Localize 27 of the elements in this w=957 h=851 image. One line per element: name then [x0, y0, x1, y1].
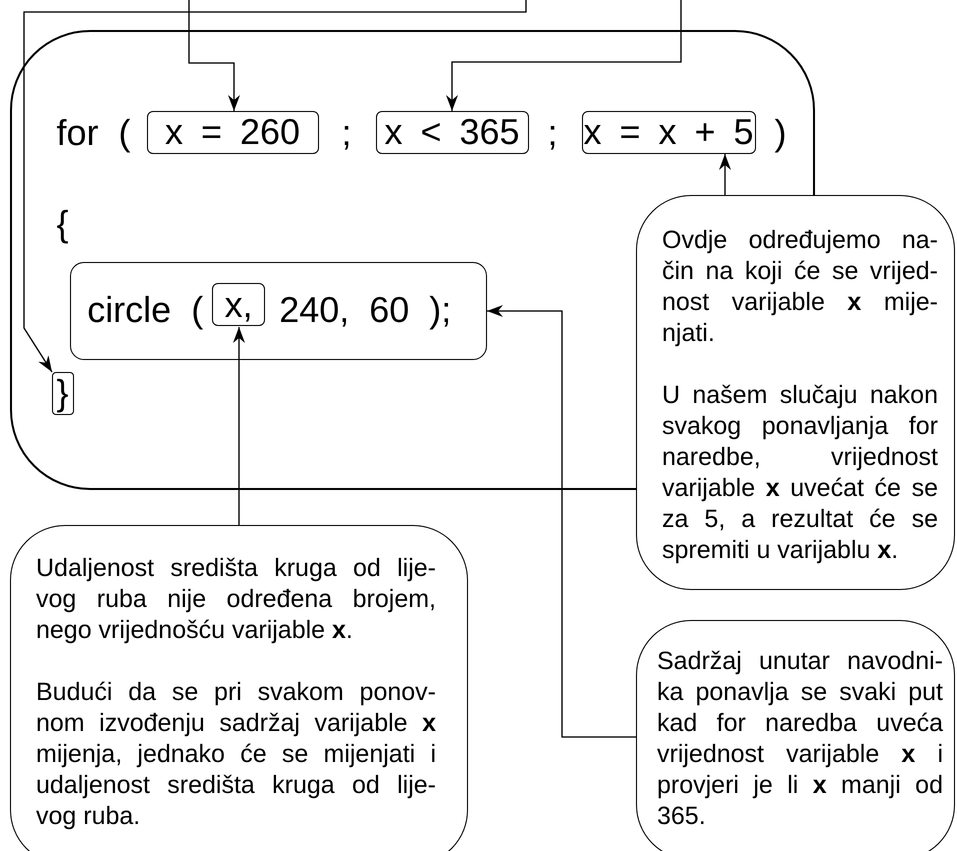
arrow: [188, 0, 240, 111]
arrow: [487, 305, 636, 738]
code-text: ): [774, 114, 786, 150]
code-highlight: x < 365: [376, 110, 528, 154]
arrow: [233, 327, 245, 525]
callout-text: U našem slučaju nakon svakog ponavljanja for naredbe, vrijednost varijable x uvećat će se za 5, a rezultat će se spremiti u varijablu x.: [662, 380, 938, 566]
code-text: ;: [548, 114, 558, 150]
arrow: [23, 0, 527, 372]
code-highlight: x = 260: [146, 110, 318, 154]
callout-text: Sadržaj unutar navodni- ka ponavlja se svaki put kad for naredba uveća vrijednost varijable x i provjeri je li x manji od 365.: [657, 646, 943, 832]
callout-text: Budući da se pri svakom ponov- nom izvođenju sadržaj varijable x mijenja, jednako će se mijenjati i udaljenost središta kruga od lije- vog ruba.: [36, 677, 436, 832]
callout-text: Ovdje određujemo na- čin na koji će se vrijed- nost varijable x mije- njati.: [662, 225, 938, 349]
callout-tooltip: [636, 195, 955, 590]
code-text: {: [56, 206, 69, 242]
callout-tooltip: [636, 620, 955, 851]
arrow: [719, 154, 731, 195]
callout-tooltip: [10, 525, 468, 851]
code-text: circle (: [87, 292, 204, 328]
code-text: for (: [56, 114, 131, 150]
statement-box: [70, 262, 486, 360]
code-highlight: x,: [212, 283, 266, 326]
arrow: [446, 0, 682, 111]
code-text: 240, 60 );: [279, 292, 452, 328]
code-text: ;: [342, 114, 352, 150]
code-highlight: x = x + 5: [582, 110, 756, 154]
code-highlight: }: [52, 372, 74, 414]
callout-text: Udaljenost središta kruga od lije- vog ruba nije određena brojem, nego vrijednošću varijable x.: [36, 553, 436, 646]
